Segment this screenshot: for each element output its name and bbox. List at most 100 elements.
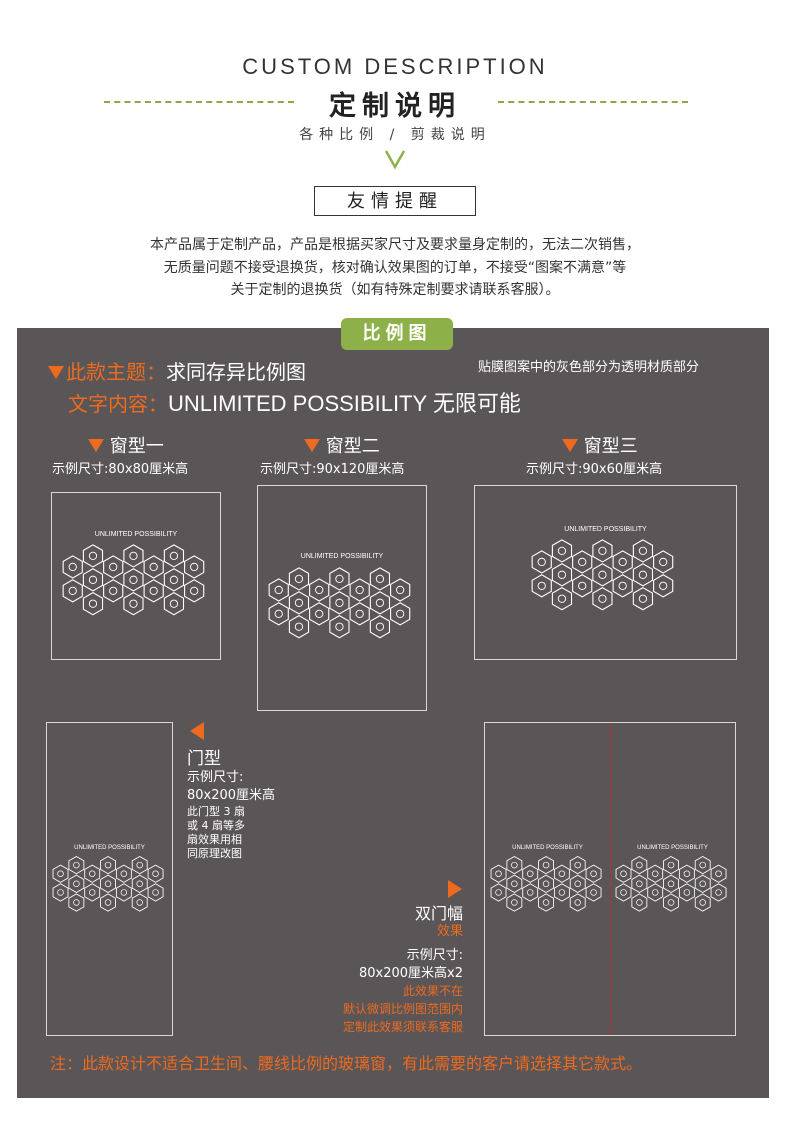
- hexagon-cell: [84, 864, 101, 883]
- hexagon-symbol-icon: [651, 870, 659, 877]
- hexagon-cell: [531, 550, 552, 574]
- art-title: UNLIMITED POSSIBILITY: [300, 553, 384, 560]
- hexagon-symbol-icon: [73, 861, 80, 869]
- hexagon-symbol-icon: [152, 889, 159, 896]
- art-title: UNLIMITED POSSIBILITY: [94, 531, 178, 538]
- hexagon-cell: [553, 883, 570, 902]
- hexagon-cell: [531, 574, 552, 598]
- hexagon-symbol-icon: [667, 899, 675, 906]
- hexagon-symbol-icon: [335, 574, 344, 584]
- hexagon-cell: [538, 893, 554, 912]
- theme-label: 此款主题：: [66, 360, 166, 384]
- hexagon-symbol-icon: [375, 598, 385, 607]
- hexagon-cell: [592, 563, 613, 587]
- window-1-size: 示例尺寸:80x80厘米高: [52, 462, 189, 477]
- hexagon-cell: [694, 855, 711, 875]
- hexagon-cell: [615, 883, 632, 902]
- hexagon-cell: [632, 563, 654, 587]
- hexagon-symbol-icon: [574, 880, 581, 888]
- down-triangle-icon: [562, 439, 578, 452]
- hexagon-cell: [631, 893, 648, 912]
- hexagon-symbol-icon: [715, 870, 722, 877]
- hexagon-cell: [52, 883, 69, 902]
- hexagon-symbol-icon: [659, 581, 668, 590]
- hexagon-cell: [68, 874, 85, 893]
- hexagon-cell: [569, 855, 586, 875]
- hexagon-symbol-icon: [618, 581, 627, 590]
- hexagon-symbol-icon: [190, 586, 199, 595]
- hexagon-cell: [631, 874, 648, 893]
- hexagon-cell: [585, 883, 602, 902]
- hexagon-cell: [694, 874, 711, 893]
- double-door-size-label: 示例尺寸:: [406, 948, 463, 963]
- hexagon-symbol-icon: [659, 557, 668, 567]
- transparent-note: 贴膜图案中的灰色部分为透明材质部分: [478, 360, 700, 375]
- window-2-size: 示例尺寸:90x120厘米高: [260, 462, 405, 477]
- hexagon-cell: [68, 893, 85, 912]
- friendly-reminder-box: 友情提醒: [314, 186, 476, 216]
- hexagon-symbol-icon: [558, 889, 566, 896]
- double-door-note-1: 此效果不在: [402, 984, 463, 998]
- hexagon-cell: [569, 874, 586, 893]
- hexagon-symbol-icon: [149, 562, 158, 572]
- hexagon-cell: [82, 568, 104, 592]
- hexagon-cell: [663, 893, 679, 912]
- hexagon-symbol-icon: [537, 581, 546, 590]
- custom-description-title: CUSTOM DESCRIPTION: [242, 54, 548, 79]
- double-door-effect: 效果: [436, 924, 463, 939]
- hexagon-cell: [349, 578, 370, 602]
- hexagon-symbol-icon: [57, 889, 64, 896]
- hexagon-cell: [522, 883, 539, 902]
- art-title: UNLIMITED POSSIBILITY: [74, 845, 145, 851]
- hexagon-symbol-icon: [557, 594, 567, 603]
- hexagon-symbol-icon: [683, 870, 691, 877]
- door-note-1: 此门型 3 扇: [187, 805, 245, 818]
- hexagon-symbol-icon: [274, 585, 283, 595]
- hexagon-symbol-icon: [136, 861, 143, 869]
- hexagon-cell: [522, 864, 539, 883]
- hexagon-symbol-icon: [120, 889, 128, 896]
- art-title: UNLIMITED POSSIBILITY: [512, 845, 583, 851]
- hexagon-symbol-icon: [57, 870, 64, 877]
- hexagon-cell: [369, 567, 391, 591]
- hexagon-symbol-icon: [558, 870, 566, 877]
- hexagon-symbol-icon: [355, 609, 364, 618]
- text-value: UNLIMITED POSSIBILITY 无限可能: [168, 391, 521, 416]
- page-title: 定制说明: [329, 91, 461, 122]
- hexagon-symbol-icon: [88, 889, 96, 896]
- hexagon-symbol-icon: [169, 575, 179, 584]
- window-3-frame: UNLIMITED POSSIBILITY: [474, 485, 737, 660]
- hexagon-cell: [103, 555, 124, 579]
- hexagon-symbol-icon: [396, 585, 405, 595]
- hexagon-cell: [585, 864, 602, 883]
- hexagon-cell: [710, 883, 727, 902]
- hexagon-cell: [131, 874, 148, 893]
- hexagon-cell: [82, 544, 104, 568]
- page-subtitle: 各种比例 / 剪裁说明: [299, 127, 491, 143]
- hexagon-cell: [143, 579, 164, 603]
- hexagon-symbol-icon: [152, 870, 159, 877]
- down-triangle-icon: [88, 439, 104, 452]
- hexagon-symbol-icon: [590, 889, 597, 896]
- hexagon-cell: [592, 587, 613, 611]
- hexagon-cell: [632, 587, 654, 611]
- window-3-size: 示例尺寸:90x60厘米高: [526, 462, 663, 477]
- theme-row: 此款主题：求同存异比例图: [48, 356, 306, 385]
- hexagon-cell: [653, 550, 674, 574]
- hexagon-symbol-icon: [537, 557, 546, 567]
- hexagon-cell: [369, 615, 391, 639]
- hexagon-cell: [115, 883, 132, 902]
- hexagon-cell: [268, 602, 289, 626]
- hexagon-art: [52, 855, 164, 912]
- hexagon-cell: [553, 864, 570, 883]
- hexagon-symbol-icon: [274, 609, 283, 618]
- hexagon-symbol-icon: [149, 586, 158, 595]
- hexagon-symbol-icon: [620, 870, 627, 877]
- hexagon-cell: [678, 864, 695, 883]
- hexagon-cell: [68, 855, 85, 875]
- left-triangle-icon: [190, 722, 204, 740]
- hexagon-symbol-icon: [315, 609, 324, 618]
- hexagon-cell: [268, 578, 289, 602]
- theme-value: 求同存异比例图: [166, 360, 306, 384]
- hexagon-symbol-icon: [169, 551, 179, 561]
